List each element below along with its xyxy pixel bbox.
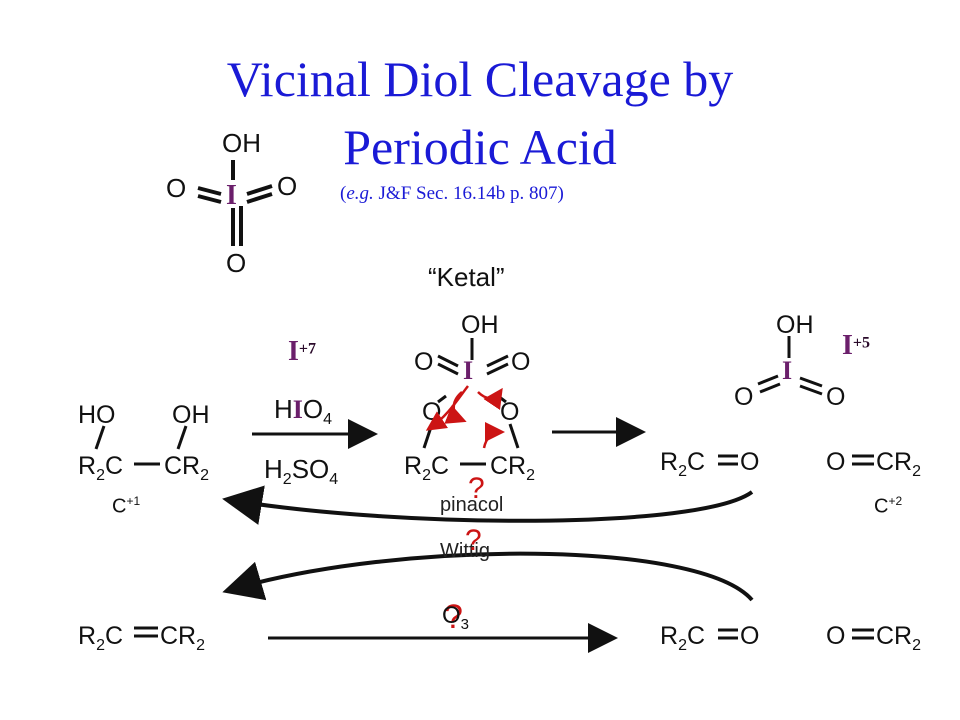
carbonyl-left-1: R2C: [660, 448, 705, 480]
reagent-hio4: HIO4: [274, 394, 333, 429]
ketal-label: “Ketal”: [428, 262, 505, 292]
oh-label: OH: [222, 128, 261, 158]
iodic-oh: OH: [776, 311, 814, 339]
page-title-line2: Periodic Acid: [343, 119, 617, 175]
alkene-double-bond: [134, 626, 158, 638]
page-title-line1: Vicinal Diol Cleavage by: [226, 51, 734, 107]
ketal-iodine: I: [463, 356, 474, 385]
carbonyl-left-2: R2C: [660, 622, 705, 654]
ref-eg: e.g.: [346, 183, 374, 204]
carbonyl-right-2: CR2: [876, 622, 921, 654]
carbonyl-double-bonds-1: [718, 454, 874, 466]
pinacol-question: ?: [468, 472, 485, 505]
ref-rest: J&F Sec. 16.14b p. 807): [373, 183, 564, 204]
pinacol-arrow: [222, 485, 754, 525]
diol-bonds: [94, 425, 188, 466]
periodic-acid-structure: OH O O O: [166, 128, 297, 278]
o-left: O: [166, 173, 186, 203]
iodine-atom: I: [226, 180, 237, 211]
iodine-oxidation-start: I+7: [288, 336, 317, 367]
ref-open: (: [340, 183, 347, 204]
diol-oh: OH: [172, 401, 210, 429]
diol-ho: HO: [78, 401, 116, 429]
ozone-question: ?: [444, 598, 463, 636]
ketal-oh: OH: [461, 311, 499, 339]
iodic-acid-bonds: [757, 336, 823, 396]
ketal-o-right: O: [511, 348, 530, 376]
alkene-right: CR2: [160, 622, 205, 654]
alkene-left: R2C: [78, 622, 123, 654]
wittig-arrow: [222, 551, 754, 602]
ketal-o-ring-right: O: [500, 398, 519, 426]
carbonyl-double-bonds-2: [718, 628, 874, 640]
pinacol-label: pinacol: [440, 494, 504, 516]
carbonyl-o-1: O: [740, 448, 759, 476]
ketal-o-left: O: [414, 348, 433, 376]
ketal-cr2: CR2: [490, 452, 535, 484]
diol-right-cr2: CR2: [164, 452, 209, 484]
electron-push-arrows: [425, 385, 505, 449]
iodine-oxidation-end: I+5: [842, 330, 871, 361]
reagent-ozone: O3: [442, 602, 470, 633]
carbonyl-right-1: CR2: [876, 448, 921, 480]
carbonyl-o-3: O: [740, 622, 759, 650]
diol-left-r2c: R2C: [78, 452, 123, 484]
carbonyl-o-4: O: [826, 622, 845, 650]
iodic-o-left: O: [734, 383, 753, 411]
iodic-iodine: I: [782, 356, 793, 385]
carbonyl-o-2: O: [826, 448, 845, 476]
wittig-label: Wittig: [440, 540, 490, 562]
iodic-o-right: O: [826, 383, 845, 411]
reagent-h2so4: H2SO4: [264, 454, 339, 489]
carbon-oxidation-end: C+2: [874, 494, 903, 518]
o-bottom: O: [226, 248, 246, 278]
reference-citation: (e.g. J&F Sec. 16.14b p. 807): [340, 183, 564, 205]
carbon-oxidation-start: C+1: [112, 494, 141, 518]
wittig-question: ?: [465, 524, 482, 557]
ketal-r2c: R2C: [404, 452, 449, 484]
o-right: O: [277, 171, 297, 201]
